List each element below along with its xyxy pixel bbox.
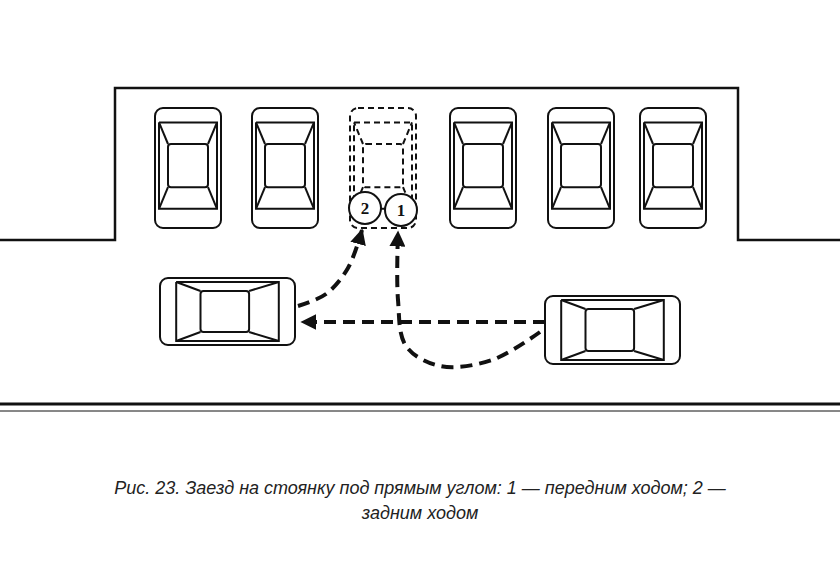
car-roof bbox=[265, 144, 305, 187]
car-pillar bbox=[601, 122, 610, 144]
car-roof bbox=[363, 144, 403, 187]
car-pillar bbox=[403, 122, 412, 144]
car-glass-line bbox=[159, 122, 217, 208]
car-pillar bbox=[354, 122, 363, 144]
car bbox=[160, 278, 295, 345]
car-glass-line bbox=[644, 122, 702, 208]
car-body bbox=[545, 296, 680, 364]
car-roof bbox=[586, 309, 635, 351]
cars bbox=[155, 108, 706, 364]
car-body bbox=[252, 108, 318, 228]
car-pillar bbox=[454, 187, 463, 209]
car-glass-line bbox=[256, 122, 314, 208]
car bbox=[252, 108, 318, 228]
car-roof bbox=[201, 291, 250, 332]
car bbox=[640, 108, 706, 228]
car-pillar bbox=[601, 187, 610, 209]
car-pillar bbox=[561, 300, 585, 309]
car-pillar bbox=[503, 122, 512, 144]
car-pillar bbox=[503, 187, 512, 209]
road-edge bbox=[0, 411, 840, 412]
car-pillar bbox=[305, 122, 314, 144]
car-pillar bbox=[561, 351, 585, 360]
car-pillar bbox=[176, 282, 200, 291]
car-pillar bbox=[693, 122, 702, 144]
car-pillar bbox=[693, 187, 702, 209]
car-pillar bbox=[159, 122, 168, 144]
car-pillar bbox=[256, 122, 265, 144]
callout-circle: 2 bbox=[348, 191, 382, 225]
car-body bbox=[450, 108, 516, 228]
car-pillar bbox=[249, 282, 279, 291]
car-pillar bbox=[454, 122, 463, 144]
car-glass-line bbox=[552, 122, 610, 208]
car-body bbox=[548, 108, 614, 228]
car-pillar bbox=[249, 332, 279, 341]
back-out-path bbox=[302, 320, 545, 324]
lot-outline bbox=[0, 88, 840, 240]
car-pillar bbox=[208, 122, 217, 144]
car-pillar bbox=[305, 187, 314, 209]
car-roof bbox=[168, 144, 208, 187]
road-edge bbox=[0, 403, 840, 406]
car-glass-line bbox=[561, 300, 664, 360]
car-pillar bbox=[256, 187, 265, 209]
car-pillar bbox=[634, 351, 664, 360]
car-pillar bbox=[552, 187, 561, 209]
car-roof bbox=[653, 144, 693, 187]
car-pillar bbox=[208, 187, 217, 209]
car-glass-line bbox=[176, 282, 279, 341]
car-glass-line bbox=[454, 122, 512, 208]
car-roof bbox=[463, 144, 503, 187]
car bbox=[155, 108, 221, 228]
car bbox=[450, 108, 516, 228]
callout-number: 1 bbox=[397, 202, 406, 219]
car-pillar bbox=[176, 332, 200, 341]
callout-circle: 1 bbox=[384, 193, 418, 227]
forward-path bbox=[397, 232, 540, 367]
car-pillar bbox=[644, 187, 653, 209]
car bbox=[548, 108, 614, 228]
paths bbox=[298, 230, 545, 367]
reverse-path bbox=[298, 230, 362, 306]
car-roof bbox=[561, 144, 601, 187]
car bbox=[545, 296, 680, 364]
car-body bbox=[160, 278, 295, 345]
car-pillar bbox=[552, 122, 561, 144]
callout-number: 2 bbox=[361, 200, 370, 217]
caption: Рис. 23. Заезд на стоянку под прямым угл… bbox=[100, 476, 740, 526]
car-pillar bbox=[644, 122, 653, 144]
car-pillar bbox=[634, 300, 664, 309]
figure-caption: Рис. 23. Заезд на стоянку под прямым угл… bbox=[114, 478, 726, 523]
car-body bbox=[155, 108, 221, 228]
car-body bbox=[640, 108, 706, 228]
car-pillar bbox=[159, 187, 168, 209]
